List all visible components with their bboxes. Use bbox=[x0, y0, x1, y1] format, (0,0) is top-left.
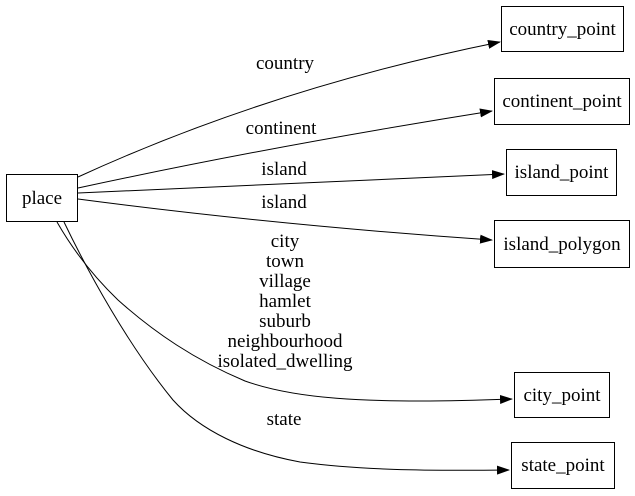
edge-place-to-country_point bbox=[77, 39, 501, 178]
edge-label-line: isolated_dwelling bbox=[217, 351, 353, 372]
node-label-state_point: state_point bbox=[521, 455, 605, 476]
node-continent_point: continent_point bbox=[494, 78, 630, 125]
edge-label-line: country bbox=[255, 53, 315, 74]
edge-label-line: state bbox=[266, 409, 302, 430]
node-label-island_polygon: island_polygon bbox=[503, 233, 621, 255]
edge-label-line: village bbox=[259, 271, 311, 292]
node-country_point: country_point bbox=[501, 6, 624, 52]
node-island_polygon: island_polygon bbox=[494, 220, 630, 268]
edges-group bbox=[56, 39, 513, 475]
edge-place-to-city_point bbox=[56, 221, 513, 404]
edge-label-place-to-country_point: country bbox=[256, 54, 314, 74]
edge-label-line: hamlet bbox=[259, 291, 311, 312]
node-place: place bbox=[6, 174, 78, 222]
edge-place-to-continent_point bbox=[77, 108, 493, 189]
edge-label-place-to-continent_point: continent bbox=[246, 119, 317, 139]
node-label-place: place bbox=[21, 187, 63, 209]
edge-place-to-state_point bbox=[63, 221, 510, 475]
edge-label-line: neighbourhood bbox=[227, 331, 343, 352]
node-city_point: city_point bbox=[514, 372, 610, 418]
edge-label-line: island bbox=[261, 159, 307, 180]
edge-label-place-to-state_point: state bbox=[267, 410, 302, 430]
edge-place-to-island_point bbox=[77, 170, 505, 194]
node-label-country_point: country_point bbox=[509, 18, 616, 40]
node-label-island_point: island_point bbox=[514, 162, 609, 183]
node-label-continent_point: continent_point bbox=[502, 91, 622, 112]
node-label-city_point: city_point bbox=[523, 384, 601, 406]
edge-label-line: island bbox=[261, 192, 307, 213]
edge-label-line: suburb bbox=[259, 311, 311, 332]
edge-label-line: continent bbox=[245, 118, 317, 139]
node-island_point: island_point bbox=[506, 149, 617, 196]
edge-label-place-to-island_point: island bbox=[261, 160, 306, 180]
edge-label-place-to-island_polygon: island bbox=[261, 193, 306, 213]
edge-place-to-island_polygon bbox=[77, 198, 493, 244]
edge-label-line: town bbox=[266, 251, 304, 272]
edge-label-line: city bbox=[270, 231, 300, 252]
node-state_point: state_point bbox=[511, 442, 615, 489]
